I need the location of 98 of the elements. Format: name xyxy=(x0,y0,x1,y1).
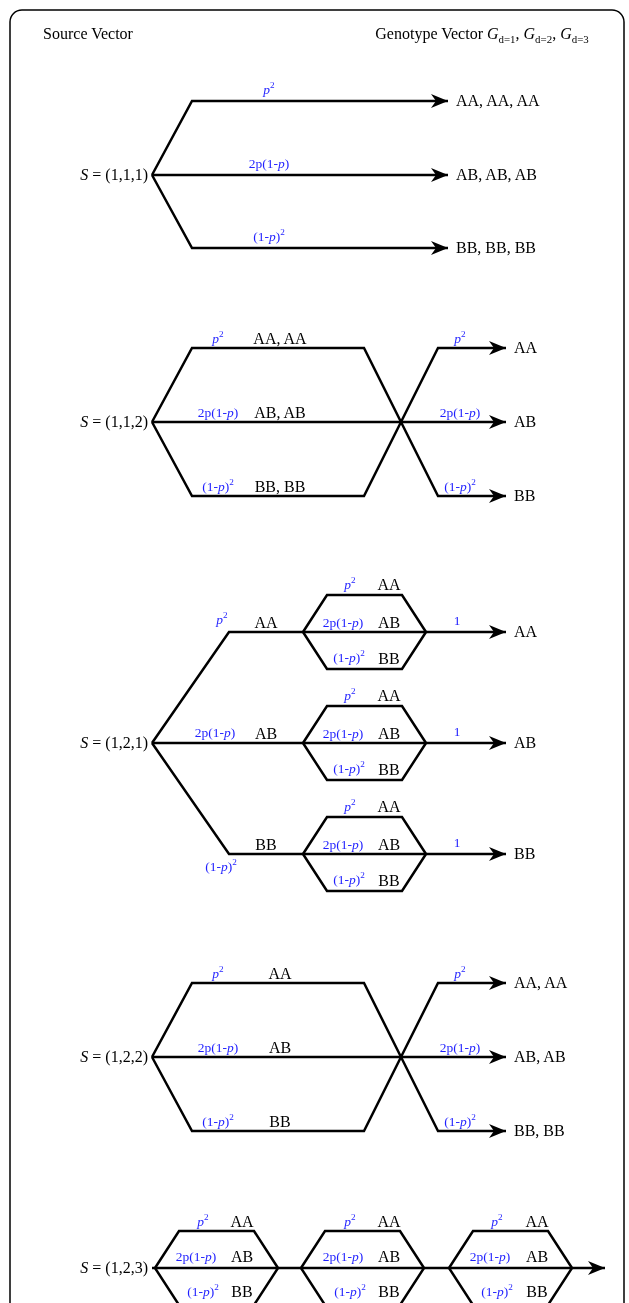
probability-label: (1-p)$^{2}$ xyxy=(202,479,234,495)
source-vector-label: S = (1,1,1) xyxy=(40,163,152,187)
probability-label: p$^{2}$ xyxy=(491,1214,503,1230)
probability-label: (1-p)$^{2}$ xyxy=(444,1114,476,1130)
genotype-label: AA xyxy=(268,965,292,983)
probability-label: 2p(1-p) xyxy=(439,1040,481,1056)
column-heading: Source Vector xyxy=(43,25,133,43)
genotype-outcome: AB, AB, AB xyxy=(448,163,537,187)
genotype-label: AB xyxy=(377,725,401,743)
branch-arrow xyxy=(150,419,506,503)
branch-arrow xyxy=(152,1261,605,1275)
source-vector-label: S = (1,2,3) xyxy=(40,1256,152,1280)
probability-label: p$^{2}$ xyxy=(212,331,224,347)
probability-label: 2p(1-p) xyxy=(322,726,364,742)
genotype-outcome: BB xyxy=(506,484,536,508)
branch-arrow xyxy=(152,1050,506,1064)
branch-arrow xyxy=(150,1054,506,1138)
genotype-label: AB xyxy=(254,725,278,743)
genotype-label: AA xyxy=(377,576,401,594)
genotype-label: AA xyxy=(254,614,278,632)
probability-label: p$^{2}$ xyxy=(216,612,228,628)
probability-label: p$^{2}$ xyxy=(454,331,466,347)
genotype-outcome: AA xyxy=(506,620,538,644)
probability-label: 2p(1-p) xyxy=(197,1040,239,1056)
branch-arrow xyxy=(150,742,506,861)
genotype-label: BB xyxy=(526,1283,548,1301)
probability-label: 1 xyxy=(453,835,461,851)
column-heading: Genotype Vector G$_{d=1}$, G$_{d=2}$, G$_{d=3}$ xyxy=(375,25,589,43)
genotype-label: AB xyxy=(525,1248,549,1266)
probability-label: (1-p)$^{2}$ xyxy=(334,1284,366,1300)
genotype-label: BB xyxy=(378,872,400,890)
genotype-label: AA xyxy=(525,1213,549,1231)
probability-label: 2p(1-p) xyxy=(175,1249,217,1265)
genotype-label: AA xyxy=(377,798,401,816)
genotype-outcome: AB xyxy=(506,731,537,755)
genotype-label: AB xyxy=(377,836,401,854)
probability-label: (1-p)$^{2}$ xyxy=(253,229,285,245)
probability-label: 2p(1-p) xyxy=(194,725,236,741)
genotype-outcome: AB xyxy=(506,410,537,434)
source-vector-label: S = (1,1,2) xyxy=(40,410,152,434)
probability-label: p$^{2}$ xyxy=(344,1214,356,1230)
genotype-label: BB xyxy=(255,836,277,854)
probability-label: 1 xyxy=(453,613,461,629)
genotype-outcome: AA, AA xyxy=(506,971,568,995)
branch-arrow xyxy=(152,415,506,429)
source-vector-label: S = (1,2,2) xyxy=(40,1045,152,1069)
branch-arrow xyxy=(150,976,506,1060)
probability-label: (1-p)$^{2}$ xyxy=(202,1114,234,1130)
genotype-label: BB, BB xyxy=(254,478,306,496)
genotype-label: AB xyxy=(377,1248,401,1266)
branch-arrow xyxy=(150,94,448,176)
source-vector-label: S = (1,2,1) xyxy=(40,731,152,755)
probability-label: 2p(1-p) xyxy=(322,1249,364,1265)
probability-label: 2p(1-p) xyxy=(248,156,290,172)
probability-label: (1-p)$^{2}$ xyxy=(333,761,365,777)
genotype-outcome: AA, AA, AA xyxy=(448,89,540,113)
probability-label: p$^{2}$ xyxy=(197,1214,209,1230)
probability-label: 2p(1-p) xyxy=(322,837,364,853)
genotype-label: AA xyxy=(377,687,401,705)
probability-label: (1-p)$^{2}$ xyxy=(333,872,365,888)
genotype-outcome: BB xyxy=(506,842,536,866)
genotype-label: BB xyxy=(378,650,400,668)
genotype-label: AB xyxy=(230,1248,254,1266)
genotype-label: AB, AB xyxy=(254,404,306,422)
probability-label: p$^{2}$ xyxy=(454,966,466,982)
probability-label: 1 xyxy=(453,724,461,740)
branch-arrow xyxy=(152,736,506,750)
probability-label: 2p(1-p) xyxy=(469,1249,511,1265)
probability-label: p$^{2}$ xyxy=(344,577,356,593)
probability-label: (1-p)$^{2}$ xyxy=(333,650,365,666)
probability-label: 2p(1-p) xyxy=(322,615,364,631)
genotype-label: AB xyxy=(268,1039,292,1057)
genotype-label: AA xyxy=(377,1213,401,1231)
probability-label: (1-p)$^{2}$ xyxy=(187,1284,219,1300)
genotype-outcome: AB, AB xyxy=(506,1045,566,1069)
branch-arrow xyxy=(150,341,506,425)
branch-arrow xyxy=(150,174,448,255)
genotype-label: BB xyxy=(378,761,400,779)
genotype-label: BB xyxy=(231,1283,253,1301)
probability-label: (1-p)$^{2}$ xyxy=(205,859,237,875)
genotype-outcome: BB, BB, BB xyxy=(448,236,537,260)
genotype-outcome: AA xyxy=(506,336,538,360)
probability-label: 2p(1-p) xyxy=(439,405,481,421)
genotype-label: BB xyxy=(378,1283,400,1301)
branch-arrow xyxy=(150,625,506,744)
genotype-label: AA xyxy=(230,1213,254,1231)
genotype-outcome: BB, BB xyxy=(506,1119,565,1143)
probability-label: p$^{2}$ xyxy=(344,688,356,704)
genotype-label: BB xyxy=(269,1113,291,1131)
probability-label: p$^{2}$ xyxy=(344,799,356,815)
probability-label: p$^{2}$ xyxy=(212,966,224,982)
probability-label: 2p(1-p) xyxy=(197,405,239,421)
genotype-label: AB xyxy=(377,614,401,632)
genotype-label: AA, AA xyxy=(253,330,307,348)
branch-arrow xyxy=(152,168,448,182)
probability-label: p$^{2}$ xyxy=(263,82,275,98)
probability-label: (1-p)$^{2}$ xyxy=(444,479,476,495)
probability-label: (1-p)$^{2}$ xyxy=(481,1284,513,1300)
